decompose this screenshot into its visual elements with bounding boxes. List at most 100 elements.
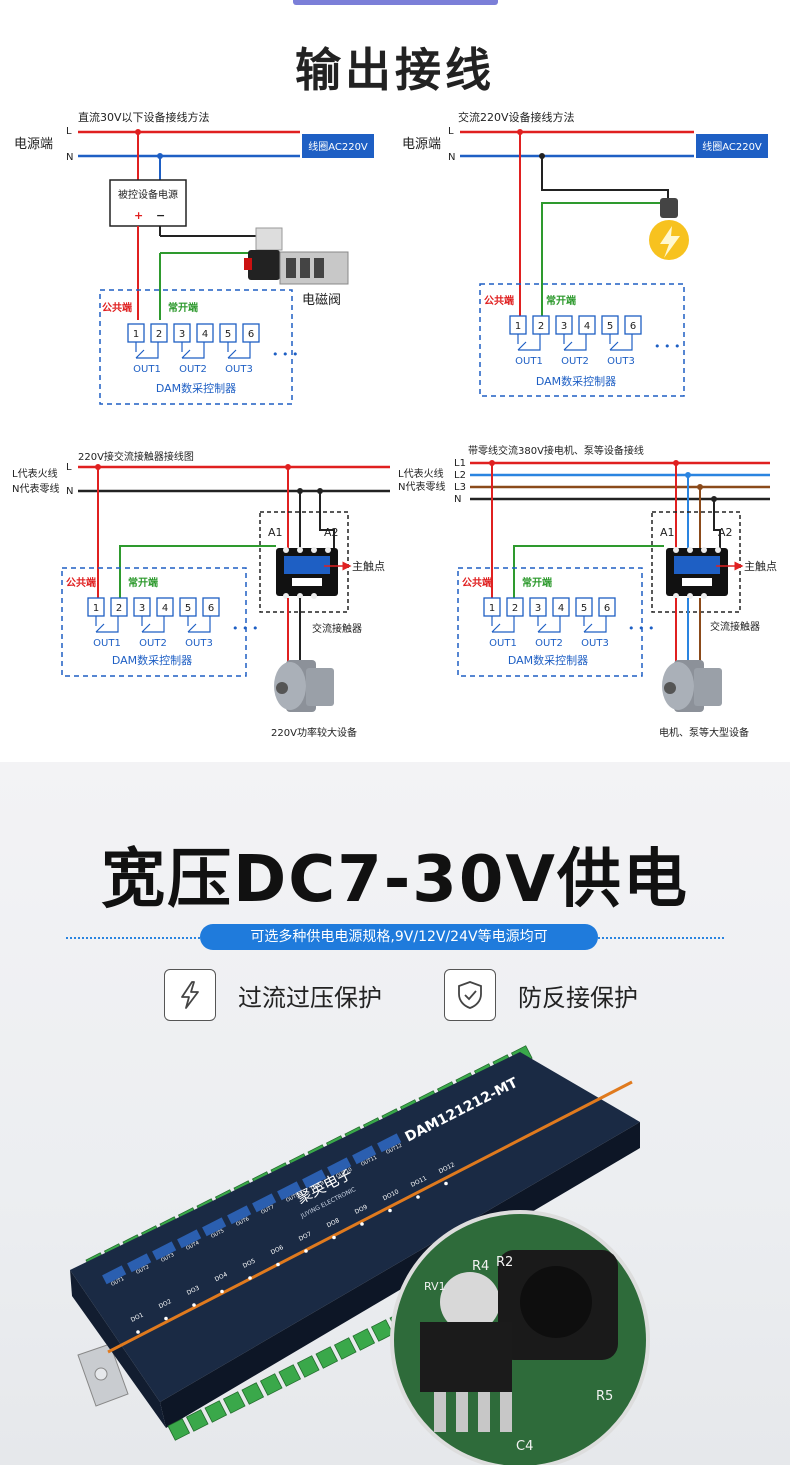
terminal-number: 5: [225, 329, 231, 340]
out-label: OUT3: [160, 1252, 175, 1264]
svg-text:L: L: [66, 462, 72, 473]
relay-contact-symbol: [181, 342, 205, 359]
feature-overcurrent: 过流过压保护: [164, 969, 382, 1021]
terminal-number: 6: [604, 603, 610, 614]
terminal-number: 6: [630, 321, 636, 332]
relay-window: [152, 1241, 177, 1261]
d1-device-label: 电磁阀: [302, 293, 341, 308]
terminal-block: [167, 1418, 191, 1441]
d2-no-label: 常开端: [546, 294, 576, 307]
out-label: OUT9: [310, 1180, 325, 1192]
out-label: OUT2: [561, 356, 589, 367]
d2-common-label: 公共端: [484, 294, 514, 307]
terminal-number: 3: [561, 321, 567, 332]
wiring-diagrams: 直流30V以下设备接线方法 电源端 L N 线圈AC220V 被控设备电源 + …: [12, 110, 777, 739]
feature-overcurrent-label: 过流过压保护: [238, 983, 382, 1012]
relay-contact-symbol: [491, 616, 515, 633]
d2-controller-label: DAM数采控制器: [536, 374, 616, 388]
diagram-dc30v: 直流30V以下设备接线方法 电源端 L N 线圈AC220V 被控设备电源 + …: [14, 110, 374, 405]
relay-contact-symbol: [583, 616, 607, 633]
terminal-number: 1: [515, 321, 521, 332]
svg-text:N: N: [454, 494, 461, 505]
out-label: OUT4: [185, 1240, 200, 1252]
relay-window: [277, 1181, 302, 1201]
d1-line-n: N: [66, 152, 73, 163]
more-ellipsis: • • •: [628, 622, 654, 635]
svg-text:R4: R4: [472, 1259, 489, 1274]
terminal-box: [506, 597, 524, 617]
svg-text:R2: R2: [496, 1255, 513, 1270]
d1-power-box-label: 被控设备电源: [118, 188, 178, 201]
terminal-block: [204, 1400, 228, 1423]
regulator-chip: [420, 1322, 512, 1392]
d2-line-l: L: [448, 126, 454, 137]
do-led: [444, 1181, 448, 1186]
svg-text:公共端: 公共端: [66, 576, 96, 589]
svg-text:交流接触器: 交流接触器: [710, 620, 760, 633]
relay-window: [177, 1229, 202, 1249]
svg-text:主触点: 主触点: [744, 559, 777, 573]
power-section: 宽压DC7-30V供电 可选多种供电电源规格,9V/12V/24V等电源均可 过…: [0, 762, 790, 1465]
terminal-box: [552, 597, 570, 617]
out-label: OUT2: [135, 1264, 150, 1276]
out-label: OUT7: [260, 1204, 275, 1216]
d1-no-label: 常开端: [168, 301, 198, 314]
feature-reverse-label: 防反接保护: [518, 983, 638, 1012]
svg-text:R5: R5: [596, 1389, 613, 1404]
svg-text:N: N: [66, 486, 73, 497]
motor-icon: [274, 660, 334, 712]
terminal-block: [352, 1328, 376, 1351]
more-ellipsis: • • •: [232, 622, 258, 635]
contactor-icon: [276, 547, 338, 599]
svg-text:L1: L1: [454, 458, 466, 469]
terminal-box: [196, 323, 214, 343]
terminal-number: 3: [139, 603, 145, 614]
relay-contact-symbol: [135, 342, 159, 359]
svg-text:常开端: 常开端: [522, 576, 552, 589]
d3-n-desc: N代表零线: [12, 482, 59, 495]
relay-window: [202, 1217, 227, 1237]
terminal-box: [202, 597, 220, 617]
svg-text:220V功率较大设备: 220V功率较大设备: [271, 726, 357, 739]
d2-source-label: 电源端: [402, 137, 441, 152]
d1-controller-label: DAM数采控制器: [156, 381, 236, 395]
svg-text:A2: A2: [718, 526, 733, 539]
terminal-block: [296, 1355, 320, 1378]
relay-window: [102, 1265, 127, 1285]
power-title: 宽压DC7-30V供电: [101, 843, 689, 917]
terminal-number: 2: [156, 329, 162, 340]
relay-window: [302, 1169, 327, 1189]
svg-text:常开端: 常开端: [128, 576, 158, 589]
lightning-icon: [164, 969, 216, 1021]
d1-minus: −: [156, 209, 165, 222]
terminal-block: [333, 1337, 357, 1360]
svg-text:A1: A1: [660, 526, 675, 539]
relay-window: [327, 1157, 352, 1177]
section-title-output-wiring: 输出接线: [295, 43, 495, 97]
terminal-box: [156, 597, 174, 617]
out-label: OUT3: [185, 638, 213, 649]
relay-contact-symbol: [537, 616, 561, 633]
relay-window: [377, 1133, 402, 1153]
svg-text:DAM数采控制器: DAM数采控制器: [508, 653, 588, 667]
relay-contact-symbol: [141, 616, 165, 633]
out-label: OUT1: [110, 1276, 125, 1288]
terminal-number: 1: [489, 603, 495, 614]
do-led: [304, 1249, 308, 1253]
svg-text:DAM数采控制器: DAM数采控制器: [112, 653, 192, 667]
out-label: OUT2: [139, 638, 167, 649]
power-subtitle: 可选多种供电电源规格,9V/12V/24V等电源均可: [200, 924, 598, 950]
motor-icon: [662, 660, 722, 712]
svg-text:C4: C4: [516, 1439, 533, 1454]
out-labels: OUT1OUT2OUT3OUT4OUT5OUT6OUT7OUT8OUT9OUT1…: [102, 1133, 403, 1288]
relay-window: [352, 1145, 377, 1165]
terminal-number: 6: [248, 329, 254, 340]
shield-check-icon: [444, 969, 496, 1021]
terminal-number: 2: [538, 321, 544, 332]
terminal-number: 2: [512, 603, 518, 614]
terminal-block: [241, 1382, 265, 1405]
